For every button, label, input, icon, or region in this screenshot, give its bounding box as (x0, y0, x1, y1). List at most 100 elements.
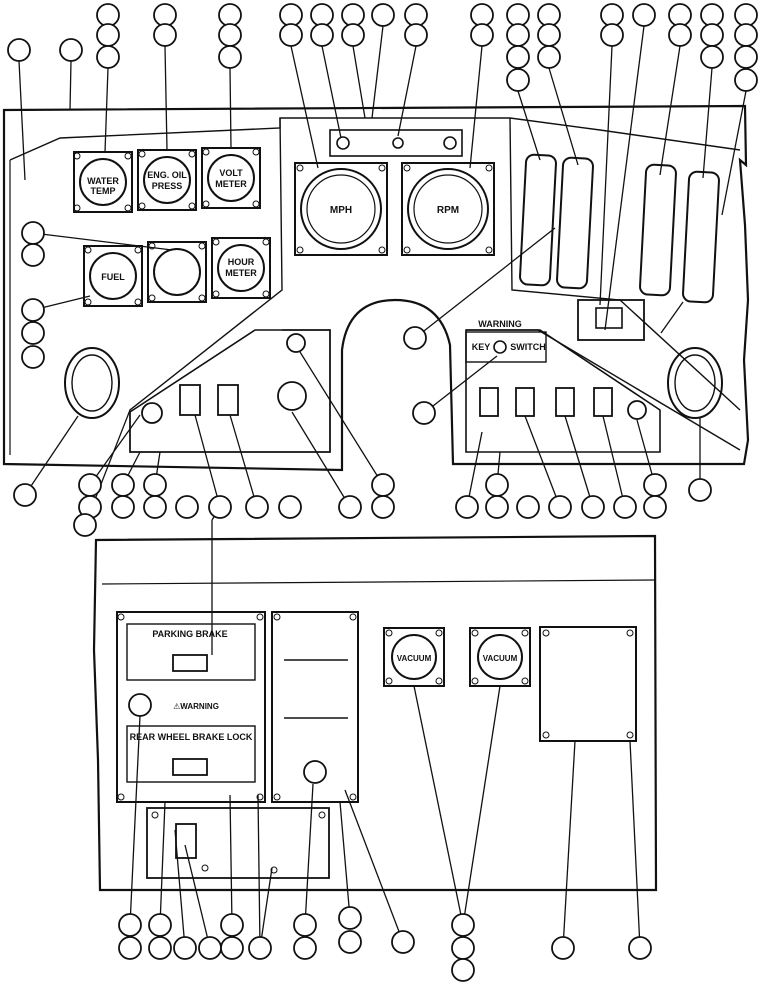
callout-circle-icon (279, 23, 303, 47)
leader-line (104, 67, 109, 153)
callout-circle-icon (371, 3, 395, 27)
callout-circle-icon (198, 936, 222, 960)
leader-line (229, 67, 232, 149)
gauge-blank (147, 241, 207, 303)
callout-circle-icon (371, 495, 395, 519)
screw-head-icon (84, 246, 92, 254)
callout-circle-icon (485, 495, 509, 519)
callout-circle-icon (455, 495, 479, 519)
screw-head-icon (378, 164, 386, 172)
air-vent-icon (64, 347, 120, 419)
screw-head-icon (262, 290, 270, 298)
screw-head-icon (256, 613, 264, 621)
rear-wheel-brake-lock-label: REAR WHEEL BRAKE LOCK (130, 732, 253, 742)
screw-head-icon (198, 294, 206, 302)
left-switch-panel (129, 329, 331, 453)
callout-circle-icon (208, 495, 232, 519)
callout-circle-icon (21, 321, 45, 345)
leader-line (548, 67, 579, 166)
callout-circle-icon (173, 936, 197, 960)
screw-head-icon (521, 629, 529, 637)
leader-line (397, 45, 417, 137)
callout-circle-icon (506, 45, 530, 69)
callout-circle-icon (404, 3, 428, 27)
callout-circle-icon (148, 936, 172, 960)
callout-circle-icon (13, 483, 37, 507)
eng-oil-label-2: PRESS (152, 181, 183, 191)
screw-head-icon (349, 793, 357, 801)
hour-meter-label-1: HOUR (228, 257, 255, 267)
callout-circle-icon (111, 473, 135, 497)
callout-circle-icon (628, 936, 652, 960)
callout-circle-icon (96, 45, 120, 69)
screw-head-icon (256, 793, 264, 801)
callout-circle-icon (734, 68, 758, 92)
callout-circle-icon (451, 936, 475, 960)
callout-circle-icon (96, 3, 120, 27)
leader-line (599, 45, 613, 306)
screw-head-icon (273, 793, 281, 801)
callout-circle-icon (688, 478, 712, 502)
brake-panel: PARKING BRAKE ⚠WARNING REAR WHEEL BRAKE … (116, 611, 266, 803)
callout-circle-icon (118, 913, 142, 937)
blank-cover-plate (539, 626, 637, 742)
callout-circle-icon (278, 495, 302, 519)
leader-line (702, 67, 713, 179)
callout-circle-icon (548, 495, 572, 519)
callout-circle-icon (218, 23, 242, 47)
callout-circle-icon (391, 930, 415, 954)
gauge-water-temp: WATER TEMP (73, 151, 133, 213)
callout-circle-icon (537, 45, 561, 69)
leader-line (562, 740, 576, 949)
callout-circle-icon (293, 913, 317, 937)
screw-head-icon (378, 246, 386, 254)
callout-circle-icon (153, 3, 177, 27)
screw-head-icon (73, 204, 81, 212)
callout-circle-icon (700, 45, 724, 69)
callout-circle-icon (537, 3, 561, 27)
leader-line (564, 415, 594, 508)
leader-line (299, 351, 384, 486)
callout-circle-icon (537, 23, 561, 47)
callout-circle-icon (734, 3, 758, 27)
screw-head-icon (117, 613, 125, 621)
callout-circle-icon (643, 473, 667, 497)
screw-head-icon (84, 298, 92, 306)
leader-line (344, 789, 404, 943)
callout-circle-icon (153, 23, 177, 47)
screw-head-icon (273, 613, 281, 621)
screw-head-icon (403, 246, 411, 254)
callout-circle-icon (341, 23, 365, 47)
callout-circle-icon (111, 495, 135, 519)
leader-line (174, 829, 186, 949)
top-indicator-strip (329, 129, 463, 157)
vacuum-gauge-left: VACUUM (383, 627, 445, 687)
screw-head-icon (252, 200, 260, 208)
screw-head-icon (212, 238, 220, 246)
callout-circle-icon (78, 473, 102, 497)
screw-head-icon (385, 677, 393, 685)
screw-head-icon (485, 164, 493, 172)
callout-circle-icon (73, 513, 97, 537)
small-switch-plate (577, 299, 645, 341)
screw-head-icon (124, 204, 132, 212)
callout-circle-icon (175, 495, 199, 519)
callout-circle-icon (21, 345, 45, 369)
callout-circle-icon (506, 3, 530, 27)
callout-circle-icon (7, 38, 31, 62)
leader-line (414, 227, 556, 339)
callout-circle-icon (220, 913, 244, 937)
leader-line (517, 90, 541, 161)
callout-circles (7, 3, 758, 982)
screw-head-icon (626, 629, 634, 637)
leader-line (604, 25, 645, 331)
lower-switch-box (146, 807, 330, 879)
callout-circle-icon (506, 68, 530, 92)
leader-line (462, 685, 501, 926)
screw-head-icon (202, 200, 210, 208)
air-vent-icon-right (667, 347, 723, 419)
callout-circle-icon (516, 495, 540, 519)
screw-head-icon (134, 246, 142, 254)
callout-circle-icon (310, 3, 334, 27)
gauge-volt-meter: VOLT METER (201, 147, 261, 209)
